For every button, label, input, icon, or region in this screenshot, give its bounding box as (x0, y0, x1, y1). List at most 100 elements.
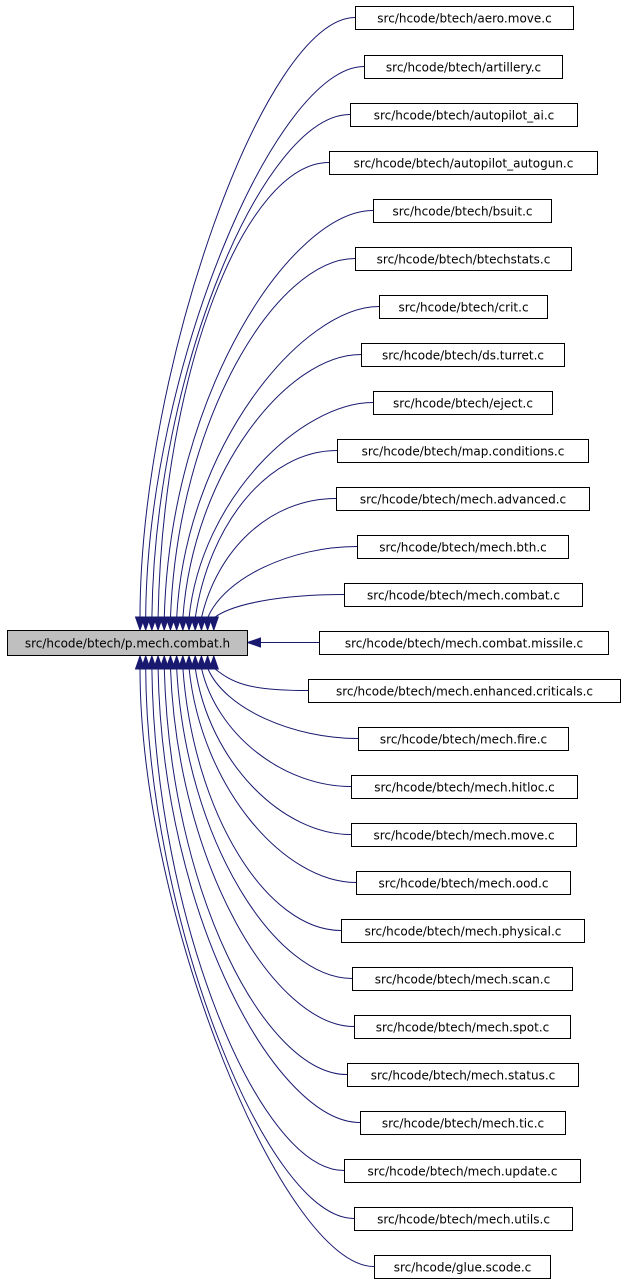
arrowhead-icon (183, 616, 195, 632)
includer-node-box (354, 1207, 573, 1231)
includer-node-label: src/hcode/btech/mech.physical.c (365, 925, 562, 939)
includer-node-box (352, 967, 573, 991)
includer-node[interactable]: src/hcode/btech/mech.bth.c (357, 535, 569, 559)
arrowhead-icon (202, 616, 213, 632)
include-edge (157, 162, 330, 619)
arrowhead-icon (190, 654, 201, 670)
includer-node-label: src/hcode/btech/aero.move.c (377, 12, 551, 26)
includer-node[interactable]: src/hcode/btech/eject.c (373, 391, 553, 415)
include-edge (194, 667, 352, 835)
arrowhead-icon (152, 654, 164, 670)
arrowhead-icon (165, 654, 176, 670)
includer-node-box (347, 1063, 579, 1087)
includer-node[interactable]: src/hcode/btech/mech.hitloc.c (351, 775, 578, 799)
includer-node[interactable]: src/hcode/btech/mech.physical.c (341, 919, 585, 943)
include-edge (139, 17, 356, 619)
include-edge (145, 667, 355, 1219)
includer-node[interactable]: src/hcode/btech/mech.enhanced.criticals.… (308, 679, 621, 703)
arrowhead-icon (165, 616, 176, 632)
includer-node-box (361, 343, 565, 367)
include-edge (207, 667, 359, 739)
include-edge (169, 258, 356, 619)
include-edge (145, 66, 365, 619)
includer-node-box (319, 631, 609, 655)
includer-node-label: src/hcode/btech/mech.tic.c (382, 1117, 544, 1131)
arrowhead-icon (134, 654, 146, 670)
includer-node-label: src/hcode/btech/mech.scan.c (375, 973, 550, 987)
includer-node-box (337, 439, 589, 463)
arrowhead-icon (177, 654, 189, 670)
arrowhead-icon (152, 616, 164, 632)
includer-node[interactable]: src/hcode/btech/autopilot_autogun.c (329, 151, 598, 175)
includer-node-box (355, 247, 572, 271)
includer-node[interactable]: src/hcode/glue.scode.c (374, 1255, 551, 1279)
includer-node[interactable]: src/hcode/btech/mech.spot.c (354, 1015, 571, 1039)
includer-node-label: src/hcode/btech/mech.update.c (368, 1165, 558, 1179)
includer-node-box (354, 1015, 571, 1039)
includer-node-label: src/hcode/btech/mech.combat.c (367, 589, 560, 603)
includer-node-box (373, 199, 552, 223)
arrowhead-icon (196, 616, 207, 632)
includer-node-label: src/hcode/btech/map.conditions.c (362, 445, 565, 459)
includer-node-box (374, 1255, 551, 1279)
arrowhead-icon (208, 654, 220, 670)
includer-node-box (364, 55, 563, 79)
includer-node-box (336, 487, 590, 511)
includer-node[interactable]: src/hcode/btech/mech.advanced.c (336, 487, 590, 511)
includer-node[interactable]: src/hcode/btech/mech.status.c (347, 1063, 579, 1087)
arrowhead-icon (208, 616, 220, 632)
include-edge (213, 594, 345, 619)
includer-node-label: src/hcode/btech/crit.c (398, 301, 528, 315)
includer-node[interactable]: src/hcode/btech/ds.turret.c (361, 343, 565, 367)
includer-node[interactable]: src/hcode/btech/artillery.c (364, 55, 563, 79)
includer-node[interactable]: src/hcode/btech/mech.fire.c (358, 727, 569, 751)
includer-node[interactable]: src/hcode/btech/mech.update.c (344, 1159, 581, 1183)
includer-node-label: src/hcode/btech/mech.fire.c (380, 733, 547, 747)
includer-node[interactable]: src/hcode/btech/btechstats.c (355, 247, 572, 271)
include-edge (213, 667, 309, 691)
includer-node-box (341, 919, 585, 943)
includer-node[interactable]: src/hcode/btech/mech.utils.c (354, 1207, 573, 1231)
includer-node[interactable]: src/hcode/btech/aero.move.c (355, 6, 574, 30)
includer-node[interactable]: src/hcode/btech/mech.tic.c (360, 1111, 566, 1135)
includer-node[interactable]: src/hcode/btech/autopilot_ai.c (350, 103, 578, 127)
arrowhead-icon (196, 654, 207, 670)
includer-node-label: src/hcode/btech/mech.spot.c (376, 1021, 550, 1035)
include-edge (169, 667, 355, 1027)
includer-node-box (358, 727, 569, 751)
includer-node-label: src/hcode/btech/mech.utils.c (377, 1213, 550, 1227)
include-edge (194, 450, 338, 619)
arrowhead-icon (146, 654, 158, 670)
arrowhead-icon (177, 616, 189, 632)
include-edge (182, 667, 342, 931)
includer-node-box (351, 775, 578, 799)
includer-node[interactable]: src/hcode/btech/mech.combat.c (344, 583, 583, 607)
arrowhead-icon (245, 637, 261, 648)
include-edge (151, 114, 351, 619)
includer-node-label: src/hcode/btech/mech.combat.missile.c (345, 637, 583, 651)
includer-node-label: src/hcode/btech/mech.bth.c (379, 541, 547, 555)
includer-node-label: src/hcode/btech/artillery.c (386, 61, 541, 75)
includer-node-box (356, 871, 571, 895)
includer-node[interactable]: src/hcode/btech/mech.ood.c (356, 871, 571, 895)
includer-node-label: src/hcode/btech/mech.move.c (373, 829, 554, 843)
includer-node[interactable]: src/hcode/btech/mech.move.c (351, 823, 577, 847)
include-edge (176, 306, 380, 619)
root-node-label: src/hcode/btech/p.mech.combat.h (25, 637, 230, 651)
include-edge (188, 402, 374, 619)
includer-node[interactable]: src/hcode/btech/mech.combat.missile.c (319, 631, 609, 655)
include-edge (157, 667, 361, 1123)
nodes: src/hcode/btech/p.mech.combat.h src/hcode… (7, 6, 621, 1279)
include-edge (151, 667, 345, 1171)
root-node[interactable]: src/hcode/btech/p.mech.combat.h (7, 630, 248, 656)
include-edge (176, 667, 353, 979)
includer-node[interactable]: src/hcode/btech/crit.c (379, 295, 548, 319)
includer-node-box (308, 679, 621, 703)
includer-node[interactable]: src/hcode/btech/map.conditions.c (337, 439, 589, 463)
arrowhead-icon (202, 654, 213, 670)
includer-node[interactable]: src/hcode/btech/bsuit.c (373, 199, 552, 223)
includer-node-box (344, 583, 583, 607)
includer-node-label: src/hcode/btech/mech.hitloc.c (374, 781, 555, 795)
includer-node[interactable]: src/hcode/btech/mech.scan.c (352, 967, 573, 991)
